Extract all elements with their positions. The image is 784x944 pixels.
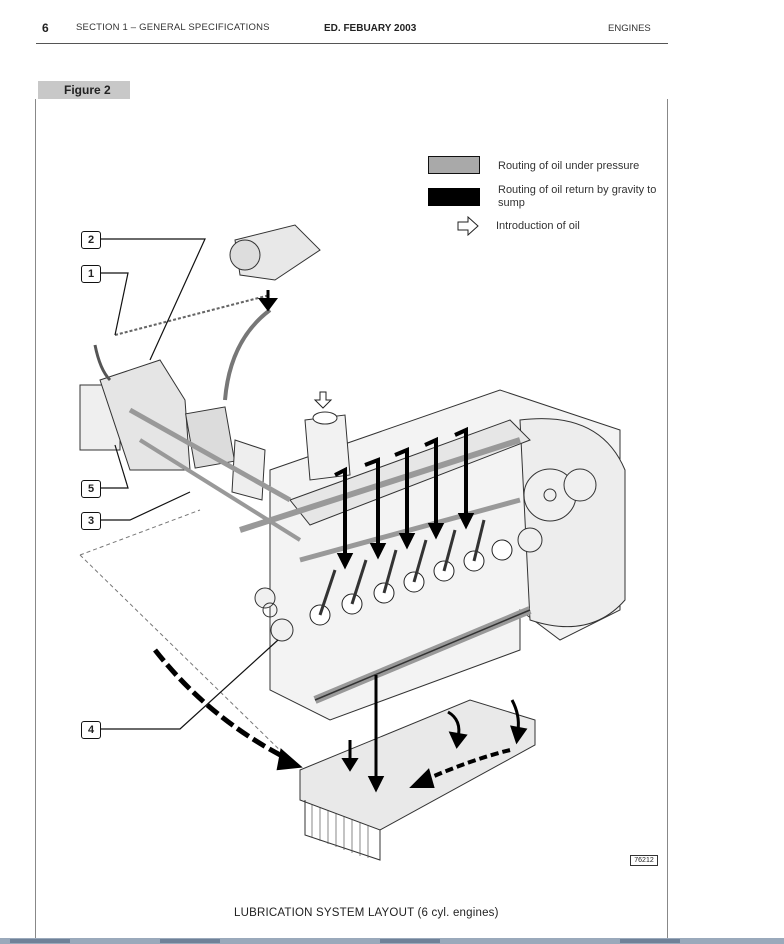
header-rule [36,43,668,44]
figure-frame-left [35,99,36,944]
chapter-label: ENGINES [608,23,651,34]
legend-swatch-pressure [428,156,480,174]
legend: Routing of oil under pressure Routing of… [428,156,668,242]
callout-1: 1 [81,265,101,283]
legend-label-introduction: Introduction of oil [496,220,580,232]
taskbar-segment [10,939,70,943]
callout-5: 5 [81,480,101,498]
legend-swatch-gravity [428,188,480,206]
taskbar-segment [380,939,440,943]
edition-label: ED. FEBUARY 2003 [324,23,417,34]
callout-4: 4 [81,721,101,739]
page-number: 6 [42,21,49,35]
drawing-number: 76212 [630,855,658,866]
taskbar-segment [620,939,680,943]
figure-caption: LUBRICATION SYSTEM LAYOUT (6 cyl. engine… [234,907,499,919]
legend-label-pressure: Routing of oil under pressure [498,160,640,172]
taskbar-segment [160,939,220,943]
legend-label-gravity: Routing of oil return by gravity to sump [498,184,657,209]
callout-3: 3 [81,512,101,530]
taskbar [0,938,784,944]
figure-frame-right [667,99,668,944]
oil-intake-arrow-icon [457,216,479,236]
page-header: 6 SECTION 1 – GENERAL SPECIFICATIONS ED.… [0,0,784,50]
section-title: SECTION 1 – GENERAL SPECIFICATIONS [76,22,270,33]
figure-label: Figure 2 [38,81,130,99]
callout-2: 2 [81,231,101,249]
